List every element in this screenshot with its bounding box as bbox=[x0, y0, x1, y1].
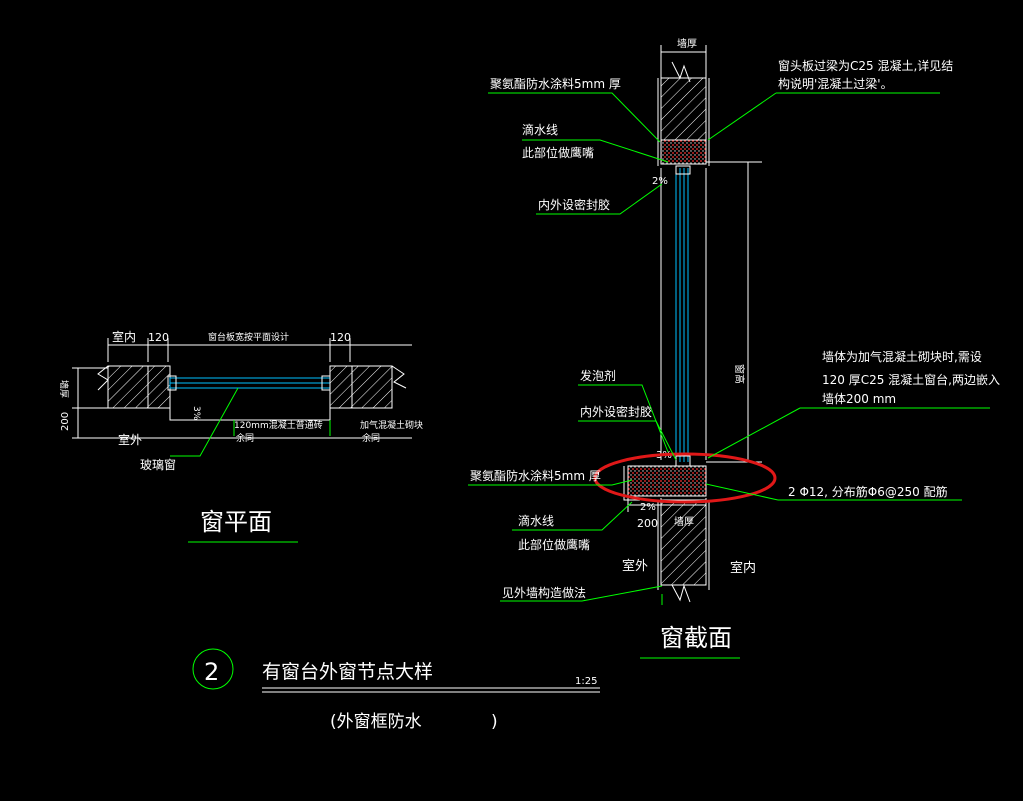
detail-number-circle bbox=[192, 648, 234, 690]
section-view: 墙厚 窗高 bbox=[468, 37, 1000, 659]
detail-number: 2 bbox=[204, 658, 219, 686]
plan-dim-left: 120 bbox=[148, 331, 169, 344]
detail-scale: 1:25 bbox=[575, 676, 597, 687]
highlight-circle bbox=[593, 452, 777, 504]
note-top-right-1: 窗头板过梁为C25 混凝土,详见结 bbox=[778, 58, 953, 73]
section-title: 窗截面 bbox=[660, 624, 732, 652]
plan-label-outside: 室外 bbox=[118, 432, 142, 447]
plan-sill bbox=[169, 408, 331, 421]
note-mid-left-2: 内外设密封胶 bbox=[580, 404, 652, 419]
section-top-dimension bbox=[660, 45, 707, 78]
plan-note-block: 加气混凝土砌块 bbox=[360, 419, 423, 431]
note-top-right-2: 构说明'混凝土过梁'。 bbox=[778, 76, 893, 91]
section-label-outside: 室外 bbox=[622, 558, 648, 574]
note-top-left-4: 内外设密封胶 bbox=[538, 197, 610, 212]
detail-subtitle-open: (外窗框防水 bbox=[330, 712, 422, 732]
plan-note-brick-sub: 余同 bbox=[236, 432, 254, 444]
wall-thickness-label-top: 墙厚 bbox=[677, 37, 697, 50]
note-top-left-3: 此部位做鹰嘴 bbox=[522, 145, 594, 160]
detail-title: 有窗台外窗节点大样 bbox=[262, 661, 433, 683]
lintel-wall bbox=[657, 61, 710, 166]
window-frame bbox=[675, 165, 691, 467]
plan-walls bbox=[97, 365, 407, 409]
plan-glass-window bbox=[167, 375, 331, 391]
note-bottom-left-3: 见外墙构造做法 bbox=[502, 585, 586, 600]
plan-slope: 3% bbox=[191, 406, 201, 421]
plan-view: 室内 120 窗台板宽按平面设计 120 墙厚 200 bbox=[58, 329, 423, 543]
wall-thickness-label-bottom: 墙厚 bbox=[674, 515, 694, 528]
note-mid-right-3: 墙体200 mm bbox=[822, 392, 896, 406]
window-height-label: 窗高 bbox=[733, 364, 746, 384]
note-top-left-2: 滴水线 bbox=[522, 122, 558, 137]
detail-subtitle-close: ) bbox=[491, 712, 498, 732]
plan-left-dimension bbox=[72, 367, 108, 439]
dim-200-section: 200 bbox=[637, 517, 658, 530]
section-label-inside: 室内 bbox=[730, 560, 756, 576]
note-rebar: 2 Φ12, 分布筋Φ6@250 配筋 bbox=[788, 484, 948, 499]
note-mid-left-3: 聚氨酯防水涂料5mm 厚 bbox=[470, 468, 601, 483]
detail-title-block: 2 有窗台外窗节点大样 1:25 (外窗框防水 ) bbox=[192, 648, 600, 732]
slope-top: 2% bbox=[652, 176, 668, 187]
plan-dim-wall: 墙厚 bbox=[58, 380, 70, 398]
plan-top-dimension bbox=[107, 338, 412, 362]
concrete-sill bbox=[623, 465, 707, 501]
plan-note-brick: 120mm混凝土普通砖 bbox=[234, 419, 323, 431]
note-bottom-left-1: 滴水线 bbox=[518, 513, 554, 528]
plan-note-block-sub: 余同 bbox=[362, 432, 380, 444]
lower-wall bbox=[657, 499, 710, 603]
plan-dim-center: 窗台板宽按平面设计 bbox=[208, 331, 289, 343]
plan-label-inside: 室内 bbox=[112, 329, 136, 344]
slope-bottom: 2% bbox=[640, 502, 656, 513]
window-height-dimension bbox=[706, 161, 762, 463]
plan-title: 窗平面 bbox=[200, 508, 272, 536]
note-mid-right-2: 120 厚C25 混凝土窗台,两边嵌入 bbox=[822, 372, 1000, 387]
note-mid-left-1: 发泡剂 bbox=[580, 368, 616, 383]
note-mid-right-1: 墙体为加气混凝土砌块时,需设 bbox=[822, 349, 982, 364]
section-notes: 聚氨酯防水涂料5mm 厚 滴水线 此部位做鹰嘴 内外设密封胶 窗头板过梁为C25… bbox=[470, 58, 1000, 600]
plan-label-glass: 玻璃窗 bbox=[140, 458, 176, 472]
plan-dim-200: 200 bbox=[60, 412, 71, 431]
section-leaders bbox=[468, 92, 990, 605]
note-top-left-1: 聚氨酯防水涂料5mm 厚 bbox=[490, 76, 621, 91]
plan-dim-right: 120 bbox=[330, 331, 351, 344]
note-bottom-left-2: 此部位做鹰嘴 bbox=[518, 537, 590, 552]
plan-leaders bbox=[170, 387, 331, 457]
